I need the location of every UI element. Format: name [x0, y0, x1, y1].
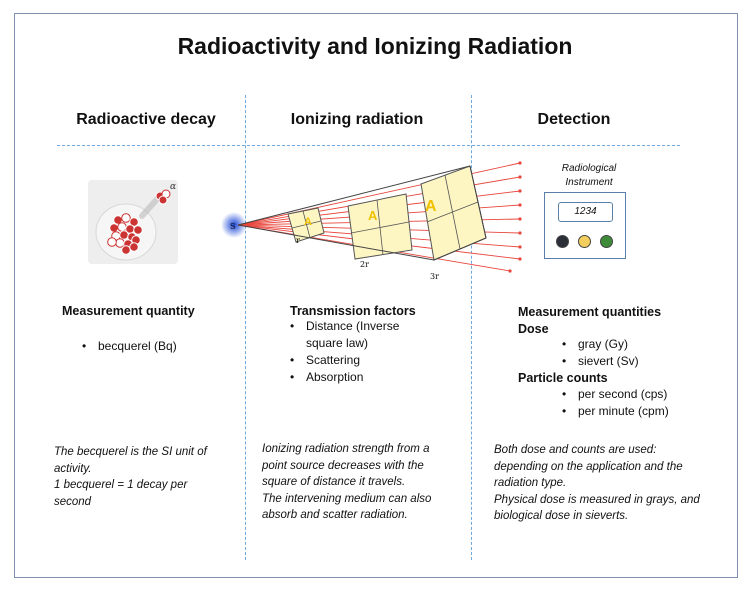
nucleon — [129, 242, 139, 252]
header-divider — [57, 145, 680, 146]
ray-arrowhead — [518, 245, 522, 249]
distance-label-2r: 2r — [360, 260, 369, 269]
nucleon — [121, 213, 131, 223]
heading-detection: Detection — [537, 111, 611, 128]
nucleus-decay-illustration: α — [88, 180, 178, 264]
note-line: second — [54, 495, 92, 508]
detection-note: Both dose and counts are used: depending… — [494, 442, 730, 525]
list-item: gray (Gy) — [560, 336, 700, 353]
column-divider-left — [245, 95, 246, 560]
particle-counts-heading: Particle counts — [518, 371, 608, 385]
list-item: per minute (cpm) — [560, 403, 710, 420]
note-line: activity. — [54, 462, 92, 475]
list-item: Distance (Inverse square law) — [288, 318, 428, 352]
list-item: Scattering — [288, 352, 428, 369]
note-line: biological dose in sieverts. — [494, 510, 629, 522]
source-glow — [221, 212, 247, 238]
list-item: per second (cps) — [560, 386, 710, 403]
distance-label-3r: 3r — [430, 272, 439, 281]
radiological-instrument: 1234 — [544, 192, 626, 259]
column-divider-right — [471, 95, 472, 560]
note-line: Physical dose is measured in grays, and — [494, 493, 700, 506]
note-line: The becquerel is the SI unit of — [54, 446, 207, 458]
nucleon — [129, 217, 139, 227]
alpha-label: α — [170, 182, 176, 192]
note-line: depending on the application and the — [494, 460, 683, 473]
area-label-3: A — [425, 198, 437, 215]
transmission-factors-heading: Transmission factors — [290, 304, 416, 318]
ray-arrowhead — [508, 269, 512, 273]
ray-arrowhead — [518, 189, 522, 193]
area-label-2: A — [368, 208, 378, 223]
radiation-ray — [237, 162, 521, 226]
heading-radioactive-decay: Radioactive decay — [76, 111, 216, 128]
note-line: square of distance it travels. — [262, 476, 406, 488]
nucleon — [109, 223, 119, 233]
note-line: Both dose and counts are used: — [494, 444, 657, 456]
nucleon — [107, 237, 117, 247]
note-line: point source decreases with the — [262, 459, 424, 472]
diagram-frame — [14, 13, 738, 578]
instrument-reading: 1234 — [558, 202, 613, 222]
distance-label-r: r — [296, 236, 300, 245]
radiation-note: Ionizing radiation strength from a point… — [262, 441, 462, 524]
decay-quantity-list: becquerel (Bq) — [80, 338, 230, 355]
ray-arrowhead — [518, 203, 522, 207]
dose-heading: Dose — [518, 322, 549, 336]
measurement-quantity-heading: Measurement quantity — [62, 304, 195, 318]
page-title: Radioactivity and Ionizing Radiation — [177, 33, 573, 59]
measurement-quantities-heading: Measurement quantities — [518, 305, 662, 319]
source-label: S — [230, 222, 235, 231]
ray-arrowhead — [518, 257, 522, 261]
list-item: sievert (Sv) — [560, 353, 700, 370]
note-line: radiation type. — [494, 477, 567, 489]
heading-ionizing-radiation: Ionizing radiation — [290, 111, 424, 128]
note-line: Ionizing radiation strength from a — [262, 443, 430, 455]
nucleon — [121, 245, 131, 255]
list-item: Absorption — [288, 369, 428, 386]
nucleon — [133, 225, 143, 235]
transmission-factors-list: Distance (Inverse square law) Scattering… — [288, 318, 428, 386]
list-item: becquerel (Bq) — [80, 338, 230, 355]
inverse-square-illustration: S r 2r 3r A A A — [221, 161, 522, 281]
ray-arrowhead — [518, 217, 522, 221]
nucleon — [115, 238, 125, 248]
ray-arrowhead — [518, 175, 522, 179]
instrument-yellow-dot — [578, 235, 591, 248]
nucleon — [117, 222, 127, 232]
area-label-1: A — [304, 216, 312, 228]
ray-arrowhead — [518, 231, 522, 235]
note-line: The intervening medium can also — [262, 492, 432, 505]
note-line: 1 becquerel = 1 decay per — [54, 479, 188, 491]
instrument-green-dot — [600, 235, 613, 248]
note-line: absorb and scatter radiation. — [262, 509, 408, 521]
nucleon — [119, 230, 129, 240]
instrument-dark-dot — [556, 235, 569, 248]
counts-list: per second (cps) per minute (cpm) — [560, 386, 710, 420]
ray-arrowhead — [518, 161, 522, 165]
instrument-label: Radiological Instrument — [561, 163, 617, 188]
nucleus-icon: α — [95, 182, 176, 261]
decay-note: The becquerel is the SI unit of activity… — [54, 444, 239, 510]
dose-list: gray (Gy) sievert (Sv) — [560, 336, 700, 370]
